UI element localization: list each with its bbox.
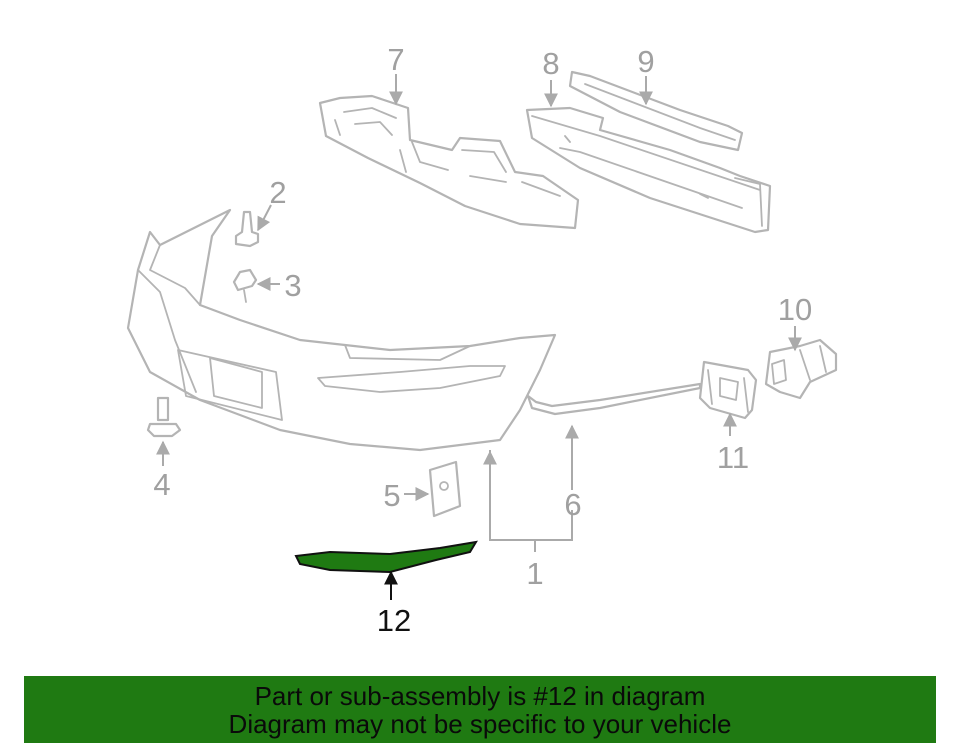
callout-12: 12 — [377, 603, 411, 638]
part-9-reinforcement — [568, 70, 744, 152]
callout-1: 1 — [526, 556, 543, 591]
callout-labels: 7 8 9 2 3 4 5 6 1 10 11 12 — [153, 42, 812, 638]
part-info-banner: Part or sub-assembly is #12 in diagram D… — [24, 676, 936, 743]
part-5-clip — [428, 460, 462, 518]
part-7-energy-absorber — [318, 94, 580, 230]
callout-8: 8 — [542, 46, 559, 81]
banner-line-2: Diagram may not be specific to your vehi… — [228, 709, 732, 739]
callout-10: 10 — [778, 292, 812, 327]
callout-11: 11 — [717, 440, 749, 475]
callout-9: 9 — [637, 44, 654, 79]
leader-lines — [156, 74, 802, 600]
callout-6: 6 — [564, 487, 581, 522]
banner-line-1: Part or sub-assembly is #12 in diagram — [254, 681, 706, 711]
part-11-bracket — [698, 360, 758, 420]
callout-3: 3 — [284, 268, 301, 303]
part-3-fastener — [232, 268, 258, 303]
part-8-impact-bar — [525, 106, 772, 234]
callout-5: 5 — [383, 478, 400, 513]
part-6-molding — [526, 382, 702, 416]
part-4-bolt — [146, 396, 182, 438]
callout-2: 2 — [269, 175, 286, 210]
part-1-bumper-cover — [126, 208, 557, 452]
part-12-highlighted — [294, 540, 478, 574]
part-2-push-pin — [234, 210, 260, 248]
part-10-bracket — [764, 338, 838, 400]
callout-7: 7 — [387, 42, 404, 77]
callout-4: 4 — [153, 467, 170, 502]
